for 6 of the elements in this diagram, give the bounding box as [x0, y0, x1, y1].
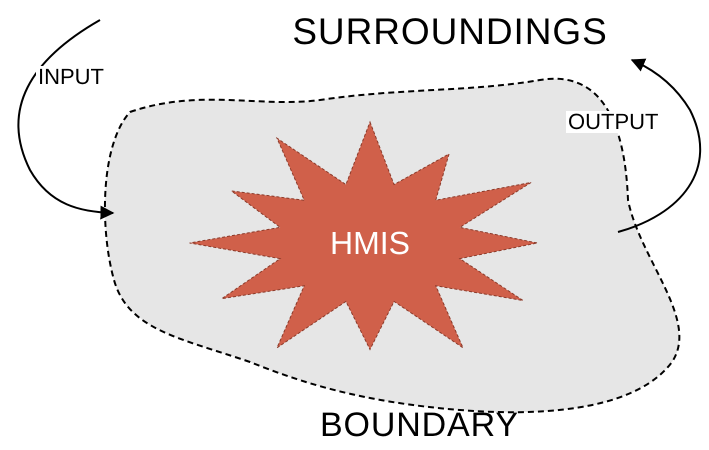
system-label: HMIS [330, 227, 410, 259]
arrow [17, 19, 114, 220]
edge-label: OUTPUT [566, 111, 660, 133]
surroundings-label: SURROUNDINGS [292, 12, 608, 50]
boundary-label: BOUNDARY [320, 408, 519, 442]
arrow [618, 58, 702, 233]
